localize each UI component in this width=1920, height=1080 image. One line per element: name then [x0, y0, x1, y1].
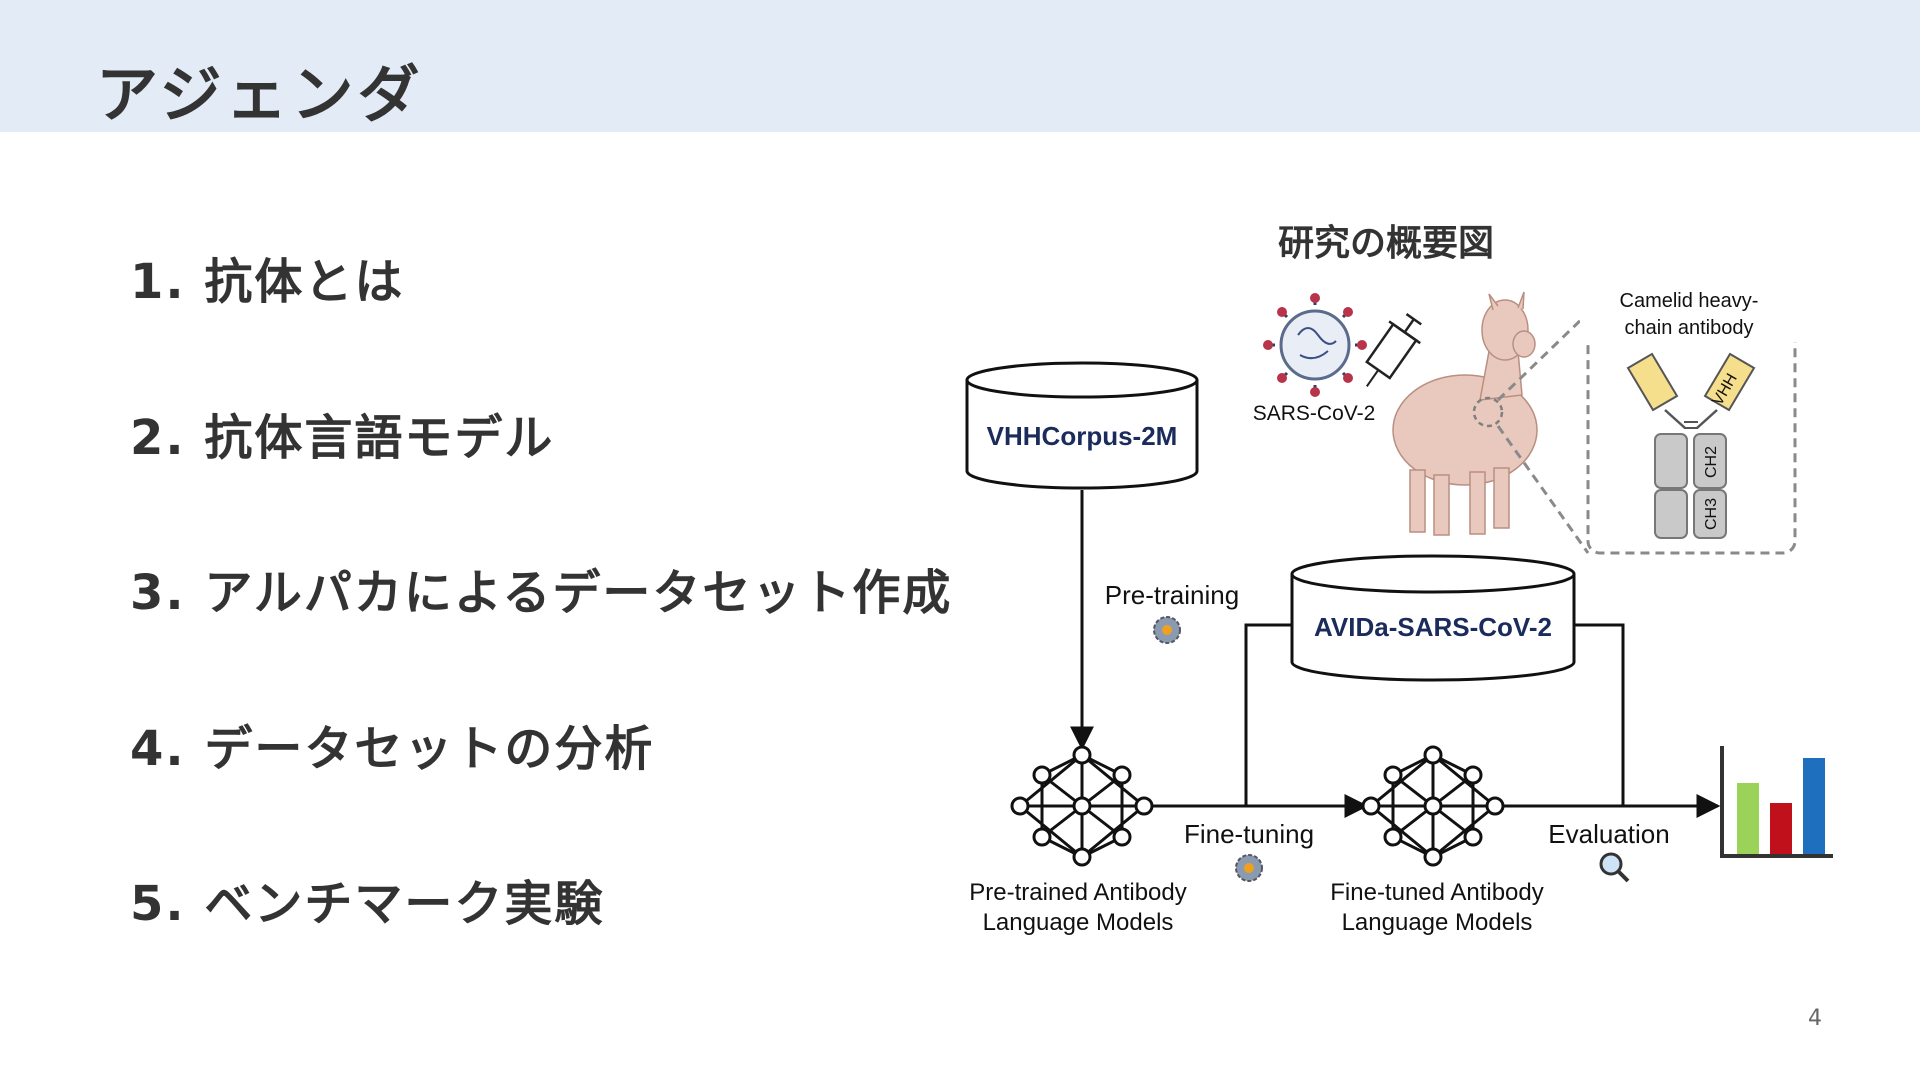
magnifier-icon: [1601, 854, 1628, 881]
finetuned-label-line2: Language Models: [1342, 909, 1533, 936]
antibody-box: [1588, 313, 1795, 553]
antibody-label-line1: Camelid heavy-: [1620, 290, 1759, 312]
db-avida-label: AVIDa-SARS-CoV-2: [1314, 612, 1552, 642]
gear-icon: [1236, 855, 1262, 881]
gear-icon: [1154, 617, 1180, 643]
db-corpus-label: VHHCorpus-2M: [987, 421, 1178, 451]
virus-icon: [1263, 293, 1367, 397]
antibody-label-line2: chain antibody: [1625, 317, 1754, 339]
finetuned-network-icon: [1363, 747, 1503, 865]
pretrained-label-line1: Pre-trained Antibody: [969, 879, 1186, 906]
step-evaluation-label: Evaluation: [1548, 819, 1669, 849]
virus-label: SARS-CoV-2: [1253, 402, 1376, 425]
pretrained-network-icon: [1012, 747, 1152, 865]
alpaca-illustration: [1393, 292, 1537, 535]
syringe-icon: [1351, 308, 1429, 397]
pretrained-label-line2: Language Models: [983, 909, 1174, 936]
domain-ch2-label: CH2: [1703, 446, 1720, 478]
step-pretraining-label: Pre-training: [1105, 580, 1239, 610]
domain-ch3-label: CH3: [1703, 498, 1720, 530]
results-bar-2: [1770, 803, 1792, 854]
results-bar-1: [1737, 783, 1759, 854]
results-bar-3: [1803, 758, 1825, 854]
step-finetuning-label: Fine-tuning: [1184, 819, 1314, 849]
page-number: 4: [1808, 1006, 1822, 1031]
results-chart-icon: [1720, 746, 1833, 858]
finetuned-label-line1: Fine-tuned Antibody: [1330, 879, 1543, 906]
